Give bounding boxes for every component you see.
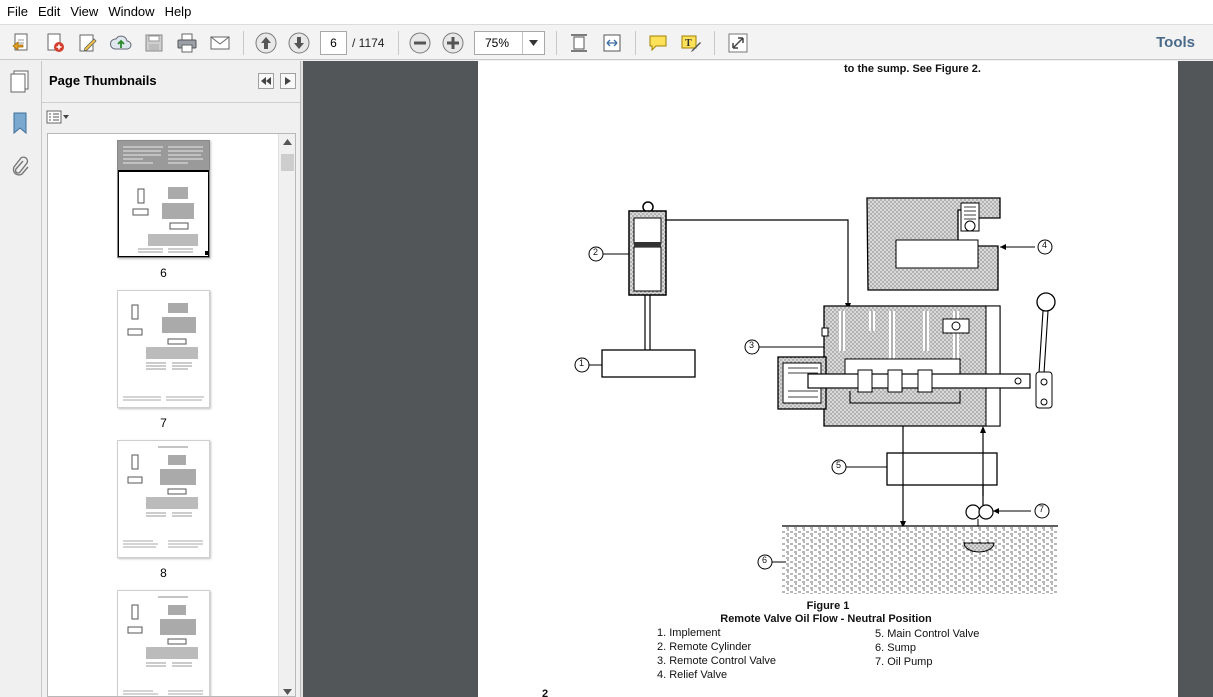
thumbnail-label: 7 bbox=[160, 416, 167, 430]
legend-item: 3. Remote Control Valve bbox=[657, 655, 777, 667]
thumbnail-page[interactable] bbox=[117, 140, 210, 258]
attachments-icon[interactable] bbox=[5, 152, 35, 182]
callout-label: 4 bbox=[1042, 240, 1048, 250]
scrollbar-thumb[interactable] bbox=[281, 154, 294, 171]
comment-icon[interactable] bbox=[644, 29, 672, 57]
figure-title: Figure 1 bbox=[806, 600, 850, 612]
panel-title: Page Thumbnails bbox=[49, 73, 157, 88]
email-icon[interactable] bbox=[206, 29, 234, 57]
legend-item: 1. Implement bbox=[657, 627, 721, 639]
toolbar-separator bbox=[635, 31, 636, 55]
callout-label: 5 bbox=[836, 460, 842, 470]
fit-page-icon[interactable] bbox=[565, 29, 593, 57]
thumbnail-scrollbar[interactable] bbox=[278, 134, 295, 696]
body-text: to the sump. See Figure 2. bbox=[844, 63, 981, 75]
navigation-pane-strip bbox=[0, 61, 42, 697]
thumbnail-label: 6 bbox=[160, 266, 167, 280]
thumbnail-list[interactable]: 6 7 bbox=[47, 133, 296, 697]
menu-bar: File Edit View Window Help bbox=[0, 0, 1213, 24]
callout-label: 1 bbox=[579, 358, 585, 368]
chevron-down-icon[interactable] bbox=[522, 32, 544, 54]
toolbar-separator bbox=[243, 31, 244, 55]
convert-icon[interactable] bbox=[41, 29, 69, 57]
figure-subtitle: Remote Valve Oil Flow - Neutral Position bbox=[720, 613, 932, 625]
scroll-down-icon bbox=[283, 689, 292, 695]
thumbnail-options-button[interactable] bbox=[46, 109, 72, 125]
zoom-out-icon[interactable] bbox=[406, 29, 434, 57]
legend-item: 5. Main Control Valve bbox=[875, 628, 980, 640]
highlight-icon[interactable]: T bbox=[677, 29, 705, 57]
menu-edit[interactable]: Edit bbox=[37, 4, 61, 19]
page-number: 2 bbox=[542, 688, 549, 697]
next-page-icon[interactable] bbox=[285, 29, 313, 57]
thumbnail-page[interactable] bbox=[117, 290, 210, 408]
callout-label: 2 bbox=[593, 247, 599, 257]
expand-panel-icon[interactable] bbox=[280, 73, 296, 89]
thumbnails-panel: Page Thumbnails bbox=[42, 61, 300, 697]
save-icon[interactable] bbox=[140, 29, 168, 57]
zoom-in-icon[interactable] bbox=[439, 29, 467, 57]
menu-file[interactable]: File bbox=[7, 4, 28, 19]
thumbnail-page[interactable] bbox=[117, 440, 210, 558]
tools-button[interactable]: Tools bbox=[1156, 34, 1195, 51]
prev-page-icon[interactable] bbox=[252, 29, 280, 57]
legend-item: 2. Remote Cylinder bbox=[657, 641, 752, 653]
upload-icon[interactable] bbox=[107, 29, 135, 57]
toolbar-separator bbox=[714, 31, 715, 55]
menu-help[interactable]: Help bbox=[164, 4, 192, 19]
menu-view[interactable]: View bbox=[70, 4, 99, 19]
collapse-panel-icon[interactable] bbox=[258, 73, 274, 89]
panel-splitter[interactable] bbox=[300, 61, 303, 697]
page-thumbnails-icon[interactable] bbox=[5, 66, 35, 96]
bookmarks-icon[interactable] bbox=[5, 108, 35, 138]
zoom-value: 75% bbox=[485, 36, 510, 50]
toolbar: 6 / 1174 75% T Tools bbox=[0, 24, 1213, 60]
svg-text:T: T bbox=[685, 38, 692, 49]
callout-label: 3 bbox=[749, 340, 755, 350]
document-viewport[interactable]: to the sump. See Figure 2. bbox=[303, 61, 1213, 697]
callout-4 bbox=[1037, 239, 1053, 255]
print-icon[interactable] bbox=[173, 29, 201, 57]
legend-item: 4. Relief Valve bbox=[657, 669, 728, 681]
hydraulic-diagram bbox=[574, 197, 1058, 594]
pdf-page: to the sump. See Figure 2. bbox=[478, 61, 1178, 697]
menu-window[interactable]: Window bbox=[108, 4, 155, 19]
thumbnail-label: 8 bbox=[160, 566, 167, 580]
zoom-select[interactable]: 75% bbox=[474, 31, 545, 55]
legend-item: 7. Oil Pump bbox=[875, 656, 933, 668]
callout-7 bbox=[1034, 503, 1050, 519]
fullscreen-icon[interactable] bbox=[724, 29, 752, 57]
scroll-up-icon bbox=[283, 139, 292, 145]
toolbar-separator bbox=[398, 31, 399, 55]
fit-width-icon[interactable] bbox=[598, 29, 626, 57]
create-pdf-icon[interactable] bbox=[8, 29, 36, 57]
page-total: / 1174 bbox=[352, 36, 385, 50]
legend-item: 6. Sump bbox=[875, 642, 916, 654]
edit-icon[interactable] bbox=[74, 29, 102, 57]
panel-header: Page Thumbnails bbox=[42, 61, 300, 103]
page-number-input[interactable]: 6 bbox=[320, 31, 347, 55]
callout-label: 6 bbox=[762, 555, 768, 565]
thumbnail-page[interactable] bbox=[117, 590, 210, 696]
callout-label: 7 bbox=[1039, 504, 1045, 514]
toolbar-separator bbox=[556, 31, 557, 55]
